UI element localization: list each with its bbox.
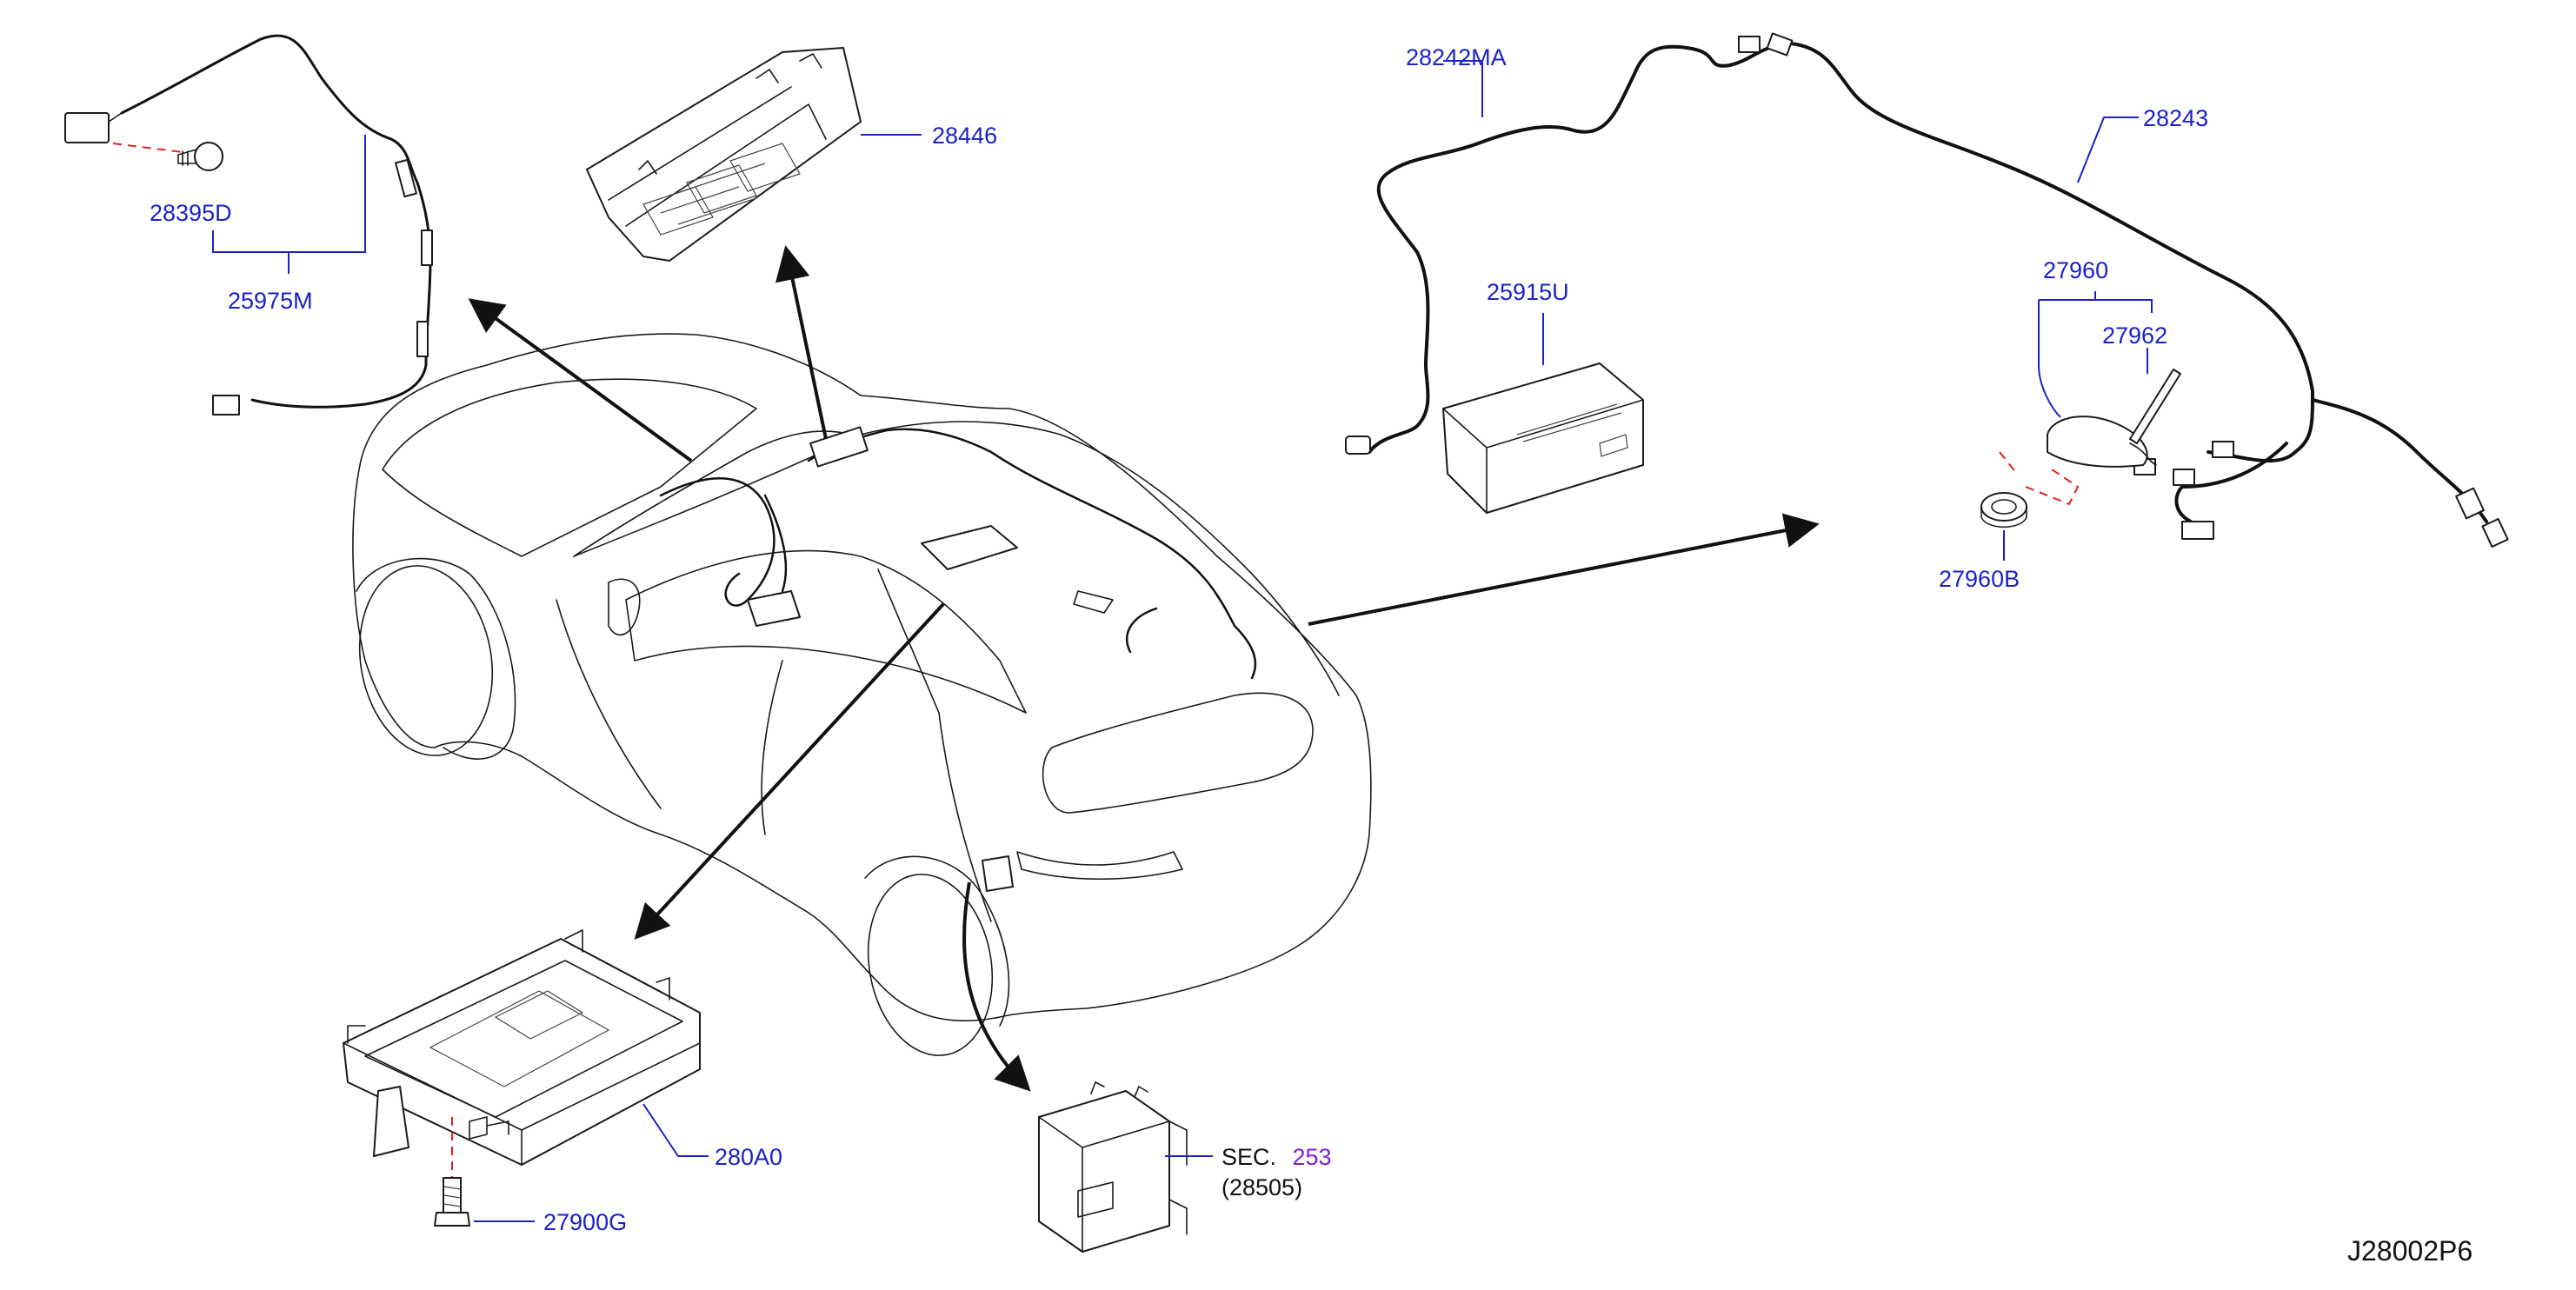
screw-28395D (177, 142, 223, 171)
section-subpart: (28505) (1221, 1174, 1302, 1200)
part-label-25915U[interactable]: 25915U (1487, 279, 1569, 305)
arrow-to-280A0 (634, 602, 945, 940)
antenna-mount-indicator (1999, 451, 2080, 506)
part-label-25975M[interactable]: 25975M (228, 288, 313, 314)
part-label-28243[interactable]: 28243 (2143, 105, 2208, 131)
connector-plug (64, 112, 110, 143)
callout-arrows (468, 245, 1820, 1092)
module-280A0 (343, 929, 709, 1166)
part-label-28395D[interactable]: 28395D (150, 200, 232, 226)
part-label-27962[interactable]: 27962 (2102, 322, 2167, 349)
antenna-27960 (2038, 291, 2157, 468)
component-25915U (1442, 313, 1644, 514)
diagram-code: J28002P6 (2347, 1235, 2473, 1267)
part-label-27900G[interactable]: 27900G (543, 1209, 627, 1235)
antenna-rod-27962 (2129, 348, 2181, 444)
part-label-280A0[interactable]: 280A0 (715, 1144, 782, 1170)
component-28446 (586, 47, 922, 262)
vehicle-outline (352, 333, 1372, 1056)
part-label-27960[interactable]: 27960 (2043, 257, 2108, 283)
bolt-27900G (434, 1117, 535, 1227)
harness-28242MA-28243 (1345, 32, 2509, 549)
end-connector (212, 395, 240, 416)
section-number-link[interactable]: 253 (1292, 1144, 1331, 1170)
bracket-25975M (212, 135, 366, 274)
nut-27960B (1980, 492, 2027, 561)
fastener-indicator (112, 143, 183, 153)
part-label-28242MA[interactable]: 28242MA (1406, 44, 1507, 70)
arrow-to-28446 (775, 245, 828, 440)
section-reference[interactable]: SEC. 253 (1221, 1144, 1332, 1170)
module-28505 (1038, 1081, 1213, 1253)
arrow-to-25975M (468, 298, 693, 462)
arrow-to-28243 (1308, 513, 1820, 626)
arrow-to-28505 (962, 881, 1031, 1092)
part-label-28446[interactable]: 28446 (932, 123, 997, 149)
part-label-27960B[interactable]: 27960B (1939, 566, 2020, 592)
section-prefix: SEC. (1221, 1144, 1276, 1170)
harness-25975M (64, 34, 433, 416)
